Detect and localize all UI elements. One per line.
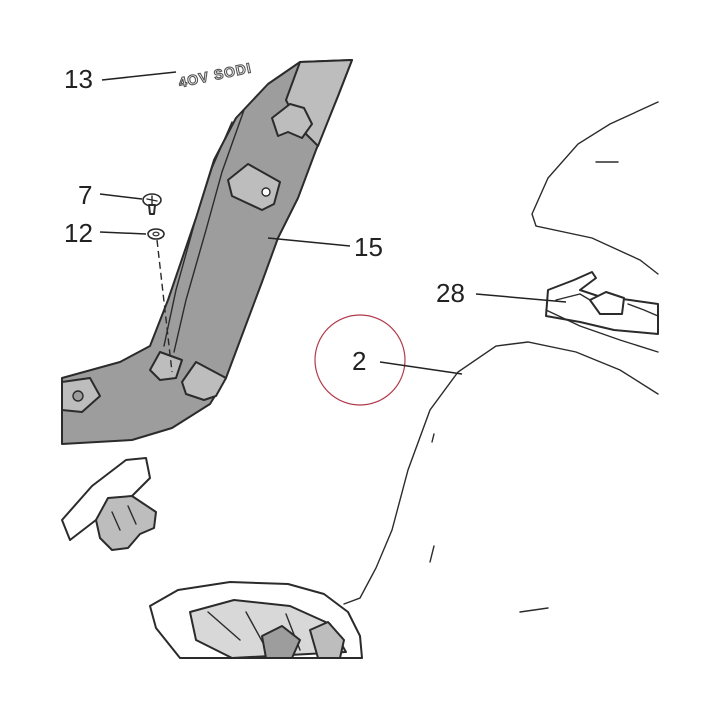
side-panel-part-15 — [61, 59, 353, 445]
middle-mount-hole — [261, 187, 271, 197]
callout-2: 2 — [352, 346, 366, 376]
clip-bracket-window — [589, 291, 625, 315]
decal-part-13: 4OV SODI — [177, 59, 254, 91]
leader-line-7 — [99, 193, 143, 200]
left-bracket-hole — [72, 390, 84, 402]
highlight-circle — [314, 314, 406, 406]
side-panel-edge-line — [173, 109, 245, 353]
callout-15: 15 — [354, 232, 383, 262]
upper-panel-outline — [531, 101, 659, 275]
callout-12: 12 — [64, 218, 93, 248]
shell-mark-3 — [519, 607, 549, 613]
screw-part-7 — [142, 193, 162, 215]
bottom-seat-component — [149, 581, 363, 659]
main-shell-outline — [343, 341, 659, 605]
leader-line-15 — [267, 237, 351, 247]
leader-line-12 — [99, 231, 147, 235]
bottom-component-latch — [309, 621, 345, 659]
upper-right-body-panel — [531, 101, 659, 275]
screw-boss — [149, 351, 183, 381]
side-panel-inner-edge — [163, 121, 233, 347]
leader-line-13 — [101, 71, 177, 81]
screw-shank — [148, 204, 156, 215]
middle-mount-tab — [227, 163, 281, 211]
screw-axis-line — [156, 239, 173, 373]
washer-inner — [152, 231, 160, 237]
main-body-shell-part-2 — [343, 309, 659, 613]
shell-mark-1 — [431, 433, 435, 443]
washer-part-12 — [147, 228, 165, 240]
lower-mount-tab — [181, 361, 227, 401]
clip-bracket-edge — [555, 293, 659, 317]
shell-mark-2 — [429, 545, 435, 563]
upper-mount-tab — [271, 103, 313, 139]
main-shell-lower-edge — [545, 309, 659, 353]
clip-bracket-part-28 — [545, 271, 659, 335]
callout-13: 13 — [64, 64, 93, 94]
leader-line-28 — [475, 293, 567, 303]
bottom-component-boss — [261, 625, 301, 659]
screw-slot — [146, 195, 158, 205]
decal-text: 4OV SODI — [177, 59, 253, 90]
leader-line-2 — [379, 361, 463, 375]
lower-left-bracket-detail — [111, 505, 137, 531]
callout-28: 28 — [436, 278, 465, 308]
callout-7: 7 — [78, 180, 92, 210]
lower-left-bracket — [61, 457, 157, 551]
lower-left-bracket-arm — [61, 457, 151, 541]
lower-left-bracket-clip — [95, 495, 157, 551]
